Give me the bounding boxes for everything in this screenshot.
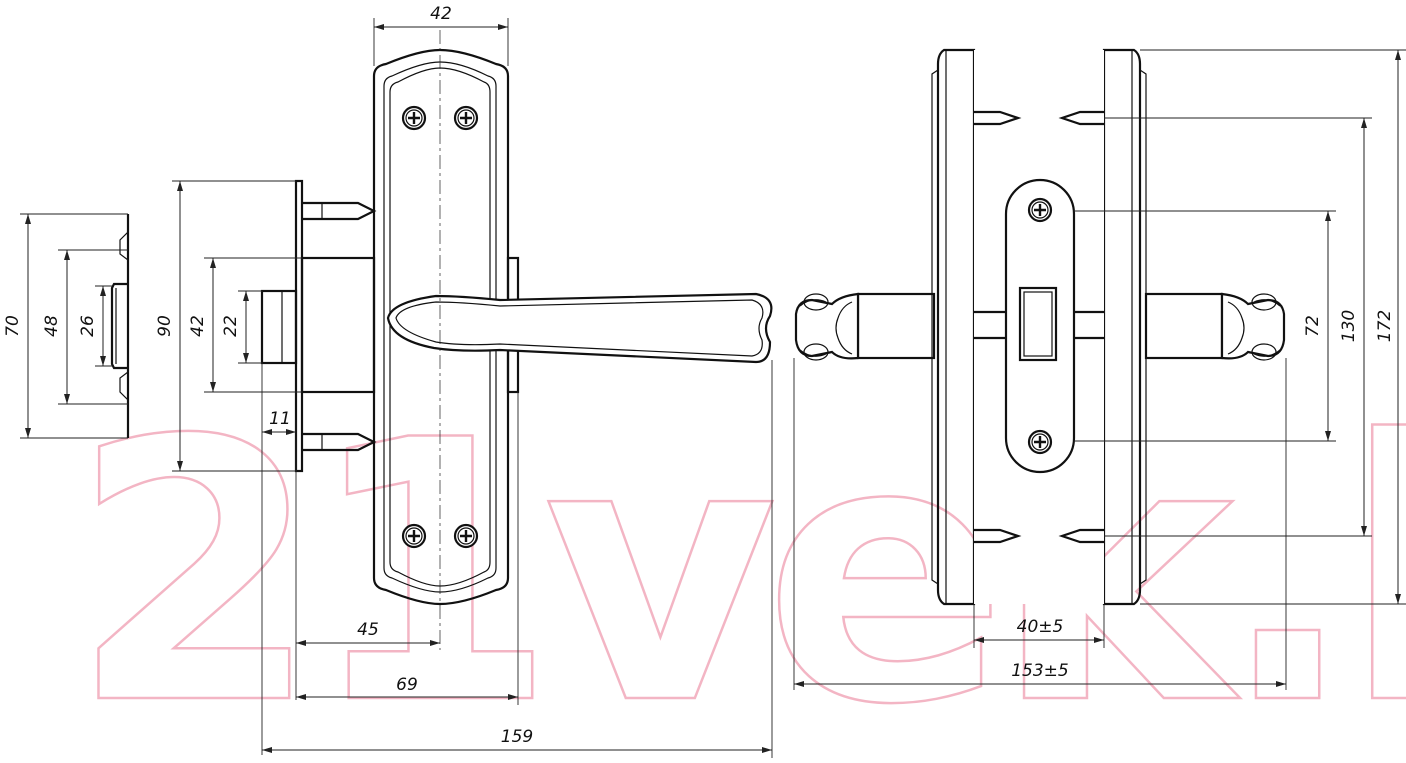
phillips-screw-icon — [1027, 197, 1053, 223]
dim-handle-42: 42 — [430, 4, 452, 24]
dim-handle-69: 69 — [396, 675, 418, 695]
strike-plate-dimensions — [20, 213, 128, 439]
dim-side-40: 40±5 — [1017, 617, 1064, 637]
mounting-pins — [974, 110, 1104, 544]
dim-latch-22: 22 — [221, 315, 241, 337]
dim-latch-42: 42 — [188, 315, 208, 337]
strike-plate — [110, 214, 130, 438]
handle-backplate — [372, 48, 520, 606]
dim-latch-11: 11 — [269, 409, 291, 429]
dim-latch-90: 90 — [155, 315, 175, 337]
dim-side-72: 72 — [1303, 315, 1323, 337]
handle-dimensions — [262, 18, 773, 758]
dim-side-153: 153±5 — [1011, 661, 1069, 681]
side-view-lever-left — [794, 292, 936, 361]
dim-handle-45: 45 — [357, 620, 379, 640]
side-view-lever-right — [1144, 292, 1286, 361]
lock-faceplate — [974, 178, 1104, 474]
latch-dimensions — [172, 180, 302, 755]
dim-handle-159: 159 — [501, 727, 533, 747]
side-view-dimensions — [793, 49, 1406, 690]
dim-side-130: 130 — [1339, 310, 1359, 342]
dim-strike-48: 48 — [42, 315, 62, 337]
dim-side-172: 172 — [1375, 310, 1395, 342]
lever-handle — [386, 292, 773, 364]
dim-strike-26: 26 — [78, 315, 98, 337]
dim-strike-70: 70 — [3, 315, 23, 337]
phillips-screw-icon — [1027, 429, 1053, 455]
